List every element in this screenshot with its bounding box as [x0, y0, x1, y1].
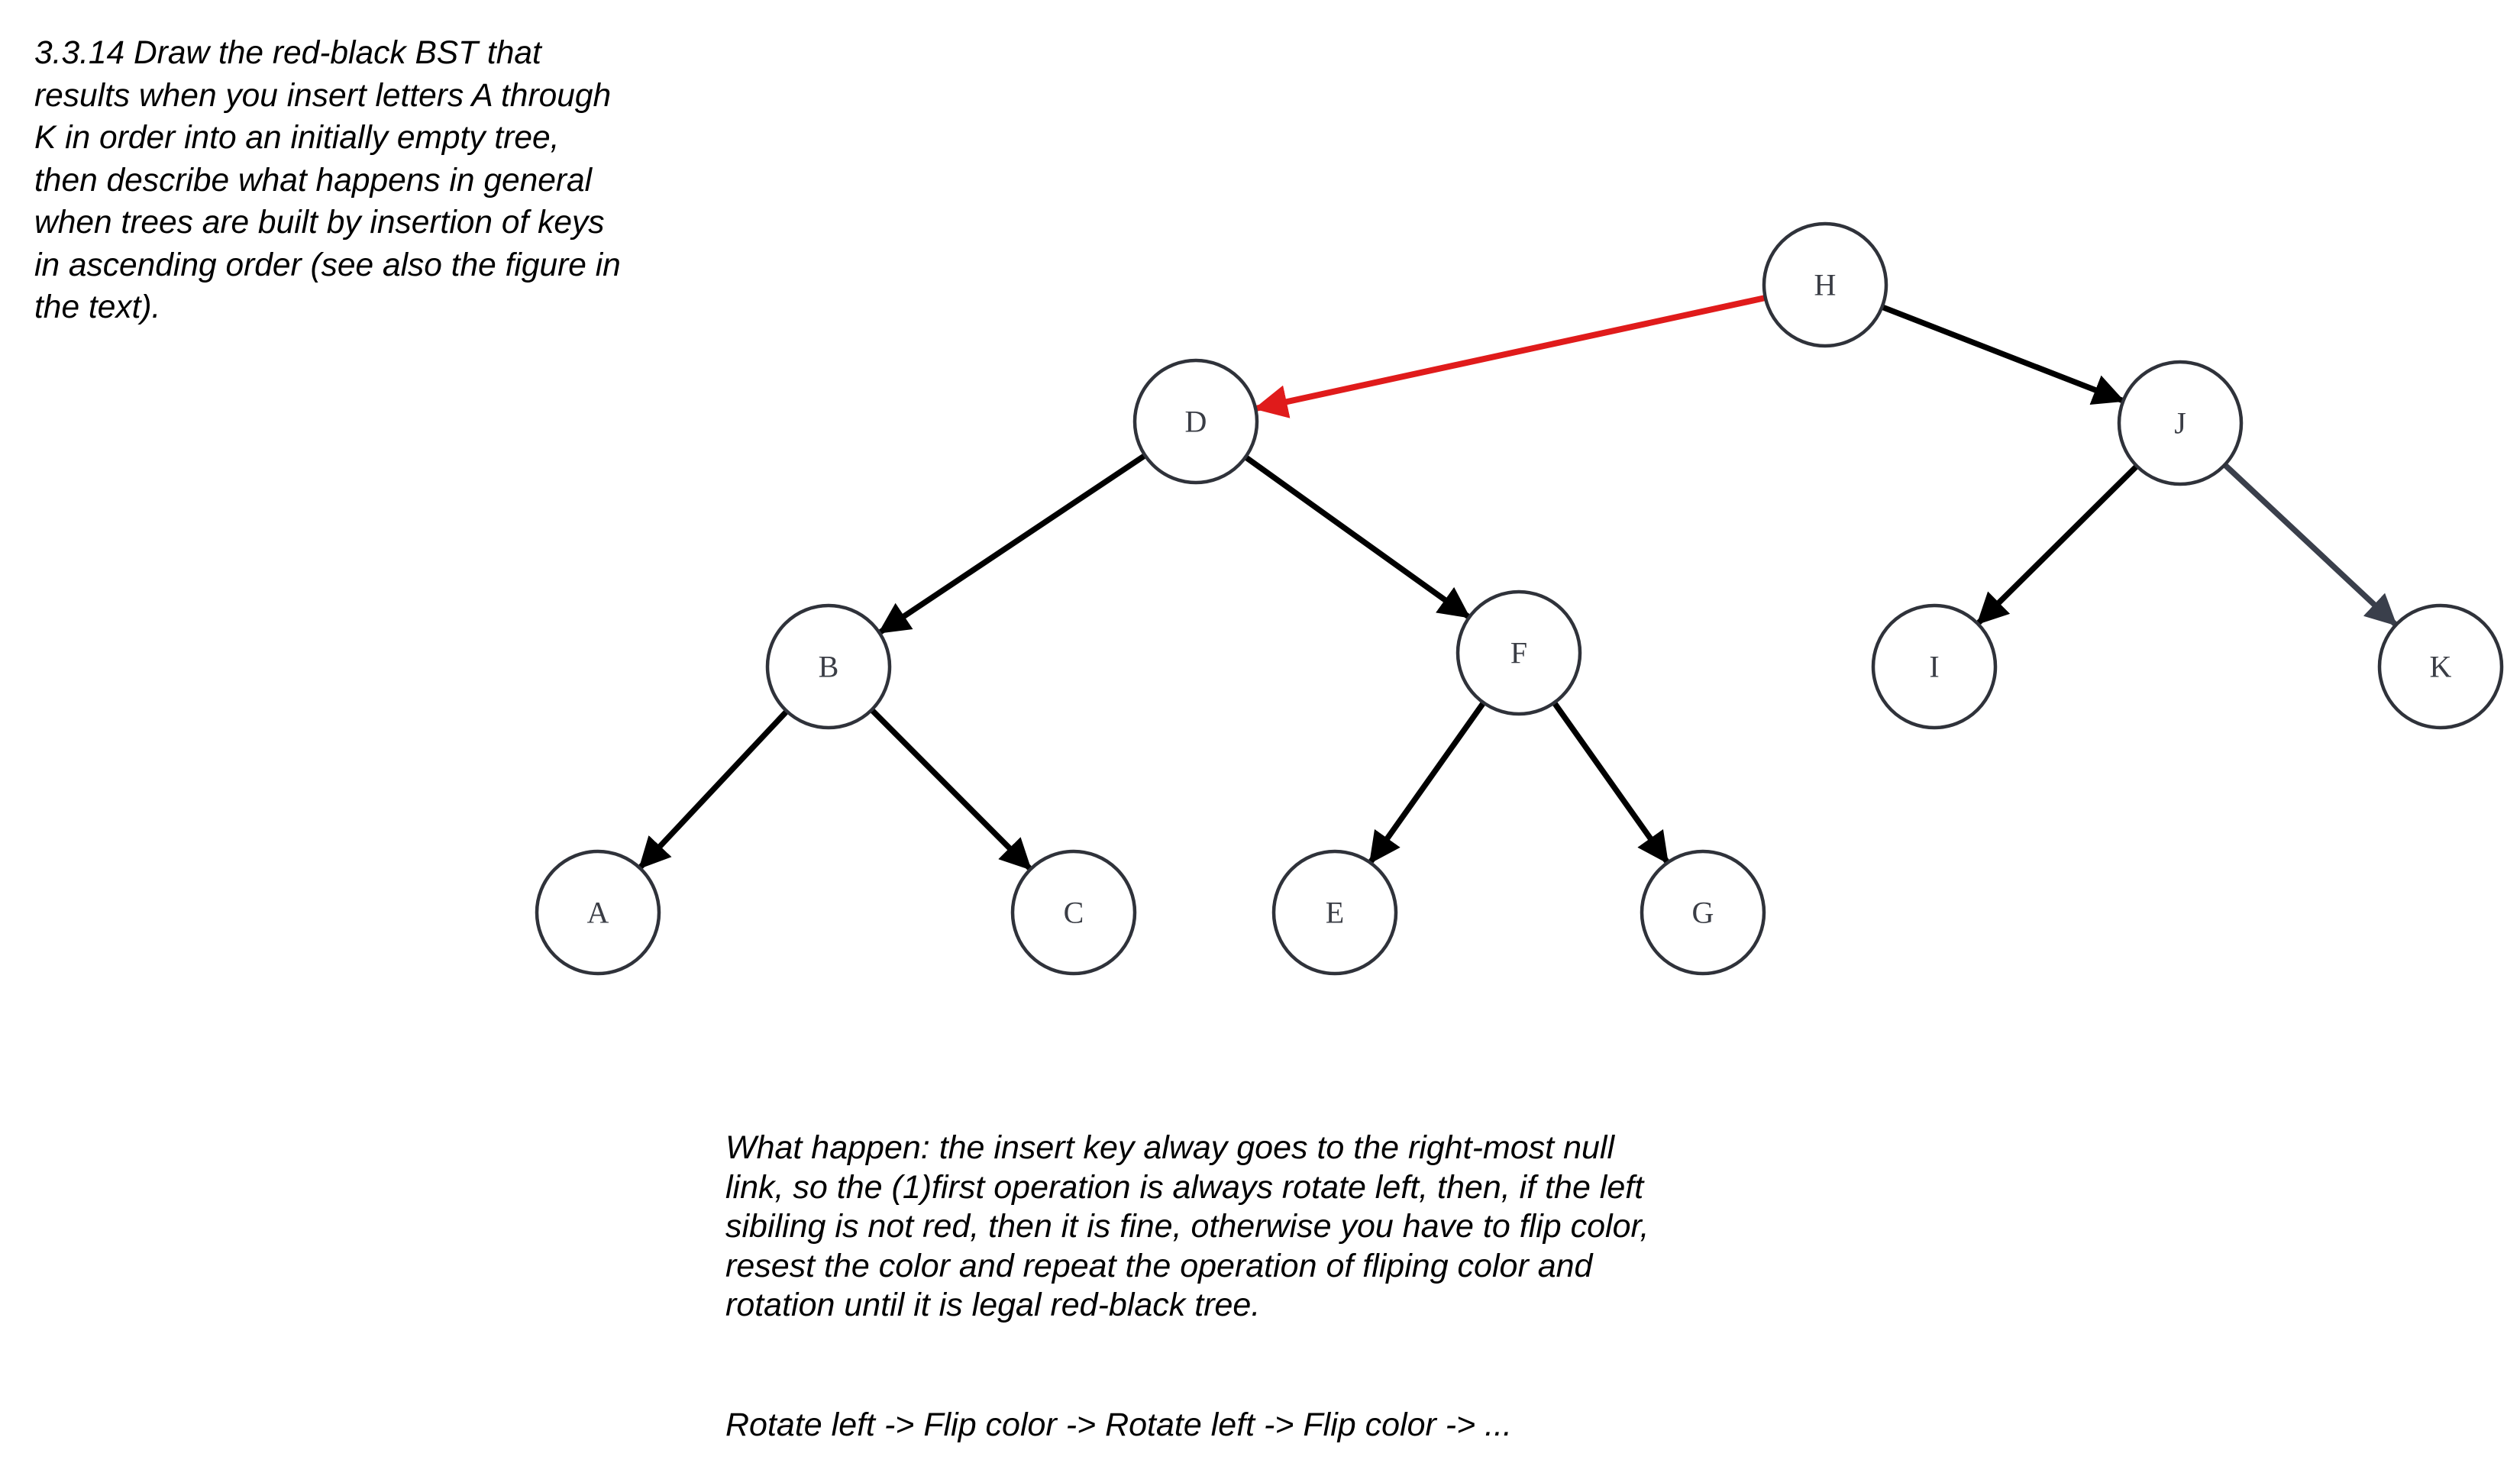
operation-sequence: Rotate left -> Flip color -> Rotate left… [725, 1407, 1513, 1443]
link-h-j [1881, 304, 2125, 405]
node-circle [2377, 603, 2504, 730]
node-label: I [1929, 650, 1939, 684]
node-label: B [819, 650, 839, 684]
link-d-f [1243, 454, 1471, 619]
node-f: F [1455, 589, 1582, 716]
node-label: K [2430, 650, 2452, 684]
node-label: C [1064, 896, 1084, 930]
link-j-i [1976, 463, 2139, 625]
node-i: I [1871, 603, 1998, 730]
node-label: E [1326, 896, 1344, 930]
link-f-e [1368, 701, 1486, 864]
node-circle [1455, 589, 1582, 716]
link-d-b [877, 453, 1147, 635]
node-c: C [1010, 849, 1137, 976]
node-e: E [1271, 849, 1398, 976]
node-circle [1132, 358, 1259, 485]
node-h: H [1762, 221, 1888, 348]
node-d: D [1132, 358, 1259, 485]
node-circle [2117, 360, 2244, 486]
node-b: B [765, 603, 892, 730]
node-k: K [2377, 603, 2504, 730]
node-g: G [1640, 849, 1766, 976]
node-a: A [535, 849, 661, 976]
link-j-k [2222, 462, 2398, 626]
node-label: G [1692, 896, 1714, 930]
problem-statement: 3.3.14 Draw the red-black BST that resul… [34, 35, 621, 325]
link-f-g [1552, 701, 1669, 864]
node-circle [1762, 221, 1888, 348]
node-label: F [1510, 636, 1527, 670]
node-circle [1871, 603, 1998, 730]
link-b-a [638, 709, 790, 870]
tree-links [638, 295, 2398, 870]
node-circle [1640, 849, 1766, 976]
link-h-d-red [1253, 295, 1766, 418]
node-circle [765, 603, 892, 730]
node-label: D [1185, 405, 1207, 439]
node-label: A [587, 896, 609, 930]
node-label: J [2174, 406, 2186, 441]
node-circle [535, 849, 661, 976]
node-circle [1271, 849, 1398, 976]
node-label: H [1814, 268, 1837, 302]
tree-nodes: H D J B F I K A C E G [535, 221, 2504, 976]
link-b-c [869, 708, 1032, 870]
node-circle [1010, 849, 1137, 976]
node-j: J [2117, 360, 2244, 486]
explanation-text: What happen: the insert key alway goes t… [725, 1129, 1649, 1323]
